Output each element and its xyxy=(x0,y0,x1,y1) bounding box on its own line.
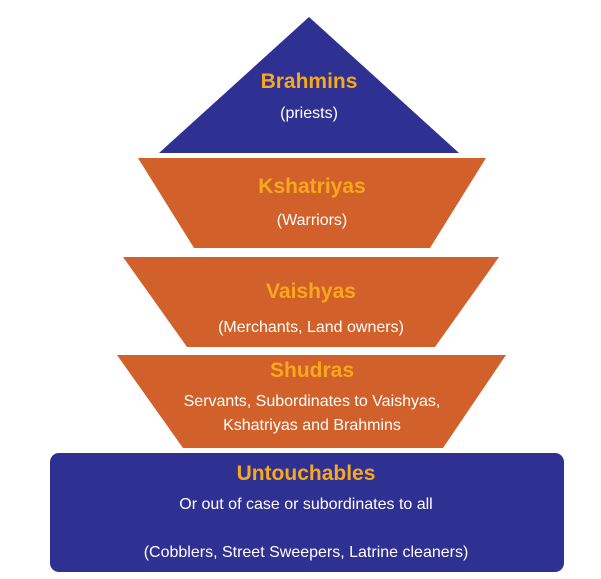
tier-untouchables-description-line-2: (Cobblers, Street Sweepers, Latrine clea… xyxy=(144,544,469,561)
tier-vaishyas-title: Vaishyas xyxy=(266,280,356,303)
tier-kshatriyas: Kshatriyas (Warriors) xyxy=(138,158,486,248)
tier-shudras-description-line-2: Kshatriyas and Brahmins xyxy=(223,417,401,434)
tier-shudras-title: Shudras xyxy=(270,359,354,382)
tier-kshatriyas-shape xyxy=(138,158,486,248)
tier-brahmins-description: (priests) xyxy=(280,105,338,122)
tier-brahmins-shape xyxy=(159,17,459,153)
tier-vaishyas-shape xyxy=(123,257,499,347)
tier-kshatriyas-title: Kshatriyas xyxy=(258,175,365,198)
tier-shudras-description-line-1: Servants, Subordinates to Vaishyas, xyxy=(184,393,441,410)
tier-untouchables-shape xyxy=(50,453,564,572)
tier-brahmins: Brahmins (priests) xyxy=(159,17,459,153)
tier-untouchables: Untouchables Or out of case or subordina… xyxy=(50,453,564,572)
tier-brahmins-title: Brahmins xyxy=(261,70,358,93)
tier-shudras: Shudras Servants, Subordinates to Vaishy… xyxy=(117,355,506,448)
tier-untouchables-description-line-1: Or out of case or subordinates to all xyxy=(179,496,432,513)
tier-shudras-shape xyxy=(117,355,506,448)
tier-kshatriyas-description: (Warriors) xyxy=(277,212,348,229)
tier-vaishyas: Vaishyas (Merchants, Land owners) xyxy=(123,257,499,347)
tier-untouchables-title: Untouchables xyxy=(237,462,376,485)
tier-vaishyas-description: (Merchants, Land owners) xyxy=(218,319,404,336)
